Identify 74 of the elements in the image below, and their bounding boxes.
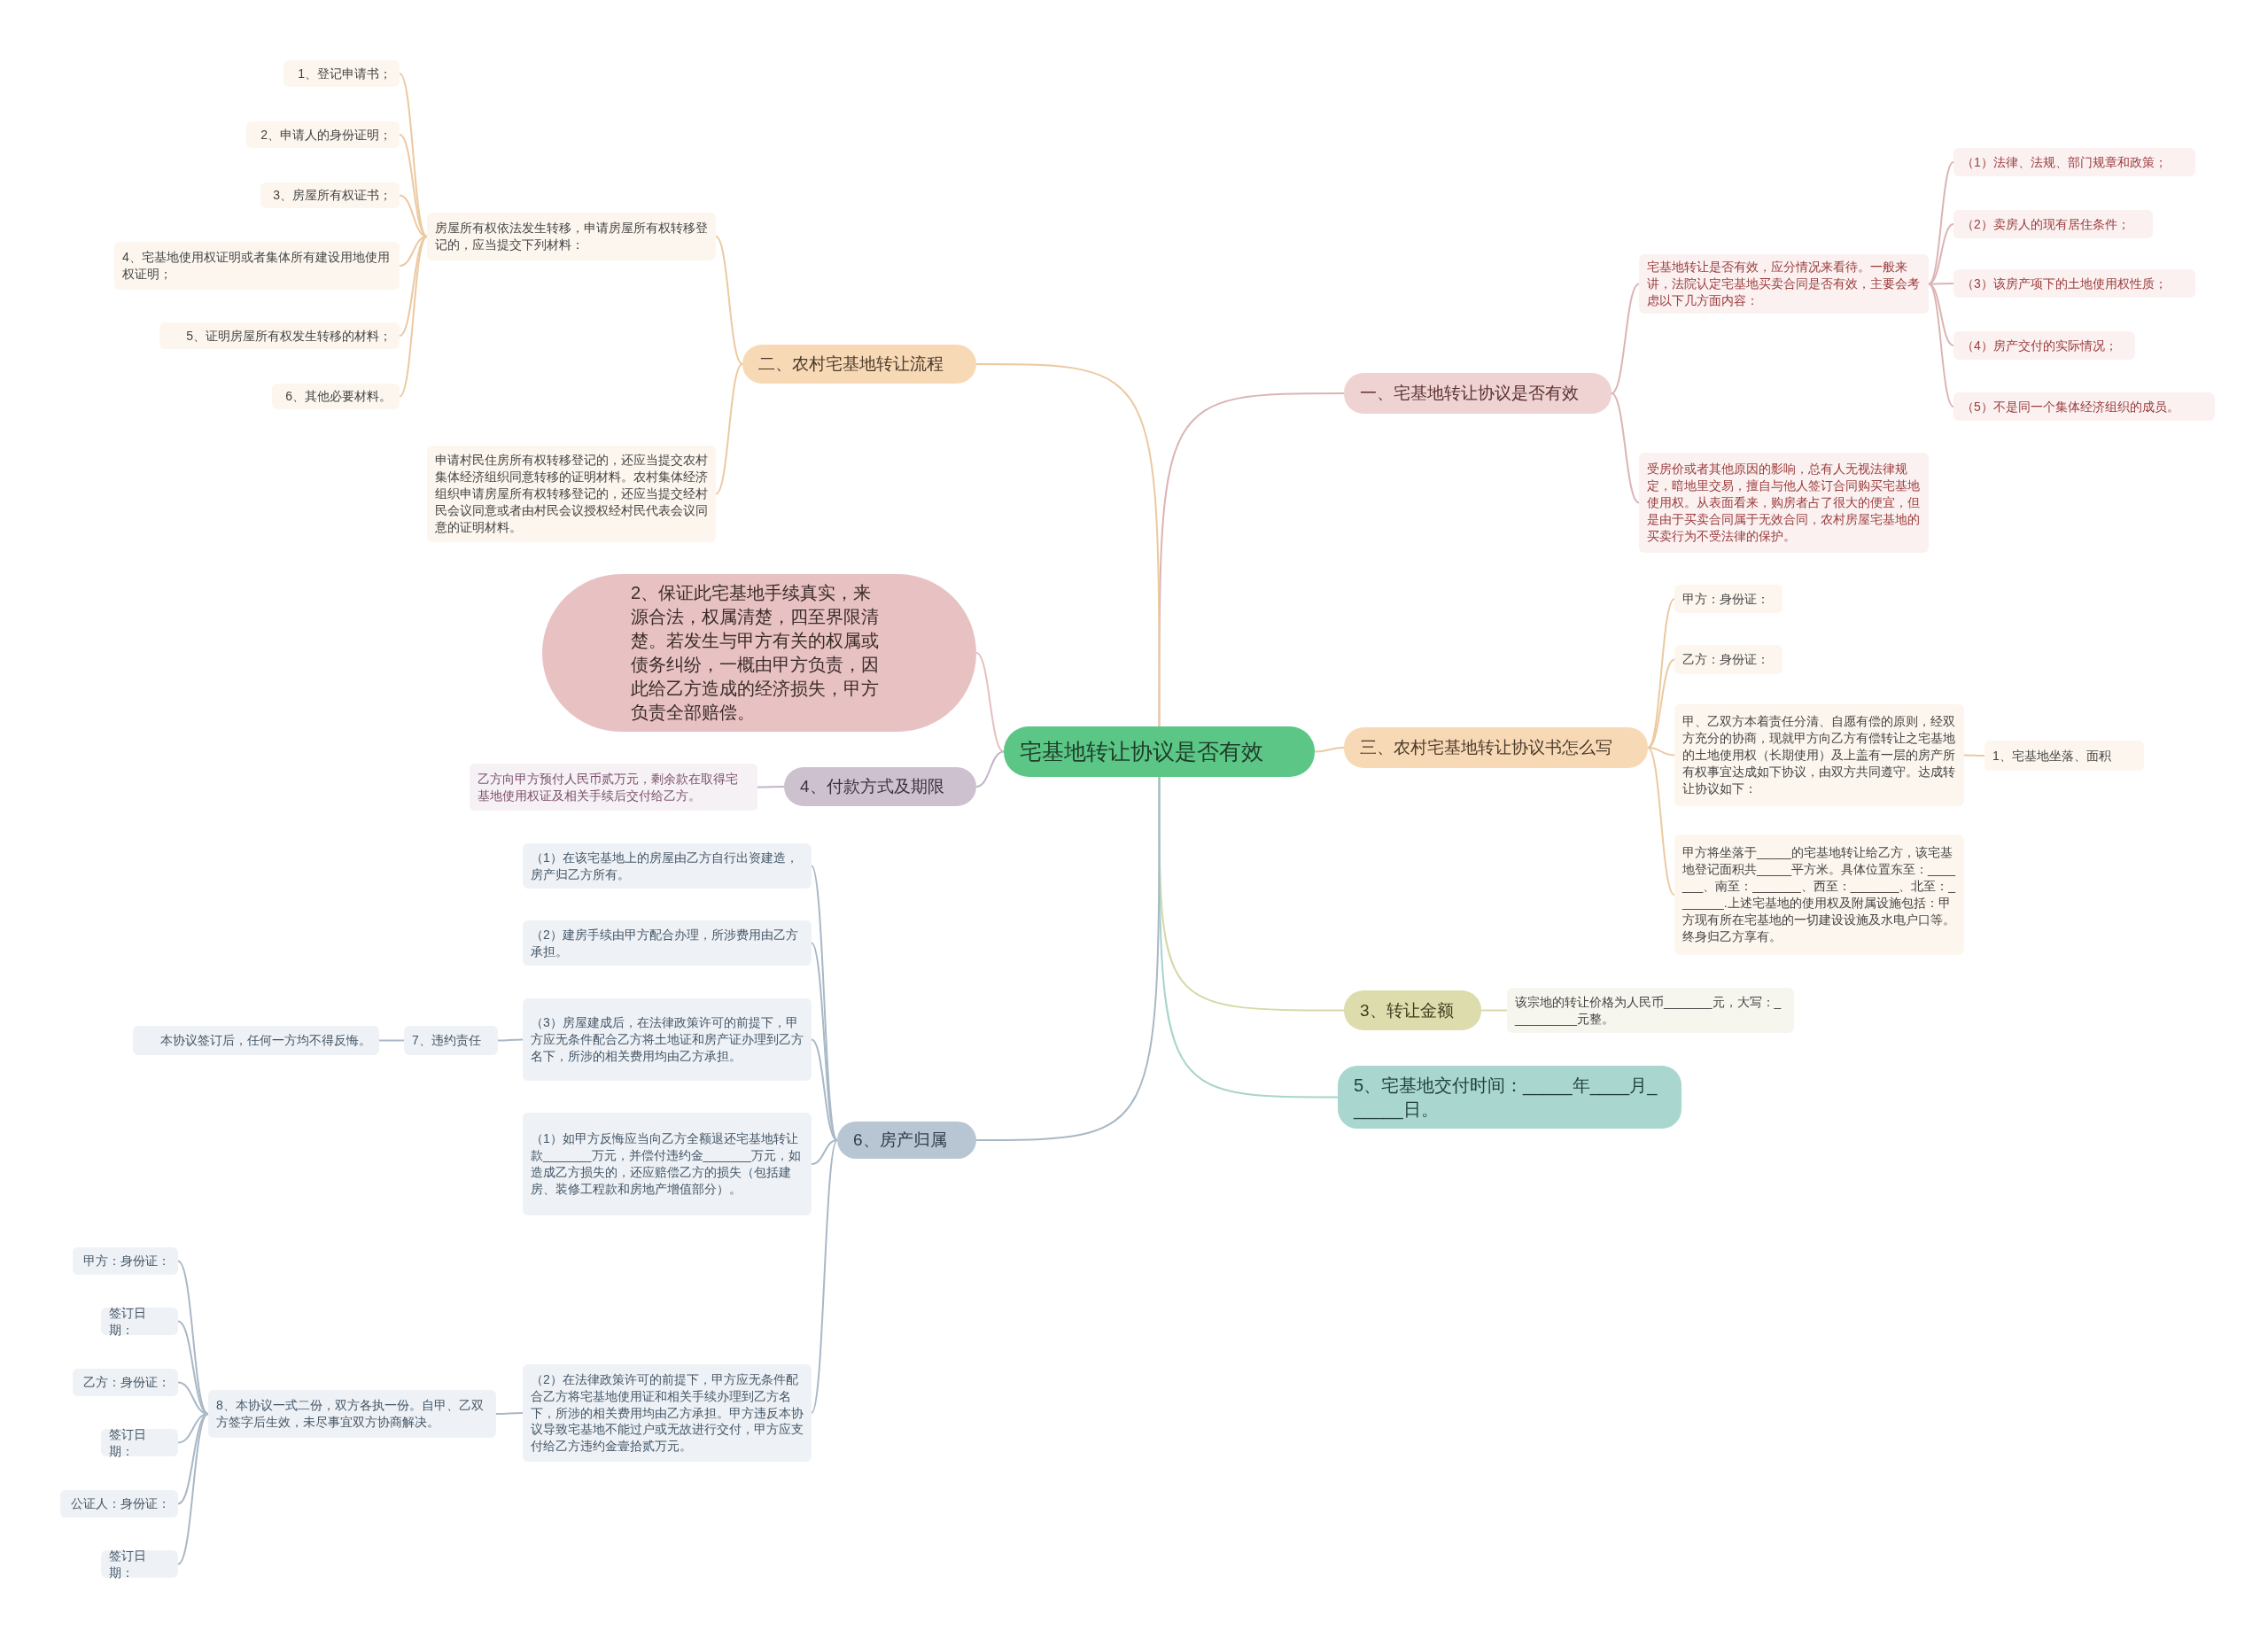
note-box: 2、申请人的身份证明； xyxy=(246,121,400,148)
note-box: 房屋所有权依法发生转移，申请房屋所有权转移登记的，应当提交下列材料： xyxy=(427,213,716,260)
topic-pill: 4、付款方式及期限 xyxy=(784,767,976,806)
connector-line xyxy=(378,1039,405,1042)
note-box: 签订日期： xyxy=(101,1308,178,1335)
connector-line xyxy=(811,865,838,1141)
note-box: （4）房产交付的实际情况； xyxy=(1953,331,2135,360)
connector-line xyxy=(975,363,1161,727)
note-box: （1）法律、法规、部门规章和政策； xyxy=(1953,148,2195,176)
topic-pill: 2、保证此宅基地手续真实，来源合法，权属清楚，四至界限清楚。若发生与甲方有关的权属或债务纠纷，一概由甲方负责，因此给乙方造成的经济损失，甲方负责全部赔偿。 xyxy=(542,574,976,732)
connector-line xyxy=(1928,283,1954,408)
note-box: 乙方：身份证： xyxy=(73,1369,178,1396)
note-box: 5、证明房屋所有权发生转移的材料； xyxy=(159,322,400,349)
connector-line xyxy=(975,776,1161,1141)
note-box: （1）如甲方反悔应当向乙方全额退还宅基地转让款_______万元，并偿付违约金_______万元，如造成乙方损失的，还应赔偿乙方的损失（包括建房、装修工程款和房地产增值部分）。 xyxy=(523,1113,812,1215)
note-box: （5）不是同一个集体经济组织的成员。 xyxy=(1953,392,2215,421)
connector-line xyxy=(1158,392,1345,727)
note-box: 受房价或者其他原因的影响，总有人无视法律规定，暗地里交易，擅自与他人签订合同购买宅基地使用权。从表面看来，购房者占了很大的便宜，但是由于买卖合同属于无效合同，农村房屋宅基地的买卖行为不受法律的保护。 xyxy=(1639,453,1929,553)
note-box: 该宗地的转让价格为人民币_______元，大写：__________元整。 xyxy=(1507,988,1794,1033)
connector-line xyxy=(1158,776,1339,1098)
note-box: 签订日期： xyxy=(101,1550,178,1578)
connector-line xyxy=(1480,1009,1508,1012)
note-box: 申请村民住房所有权转移登记的，还应当提交农村集体经济组织同意转移的证明材料。农村集体经济组织申请房屋所有权转移登记的，还应当提交经村民会议同意或者由村民会议授权经村民代表会议同意的证明材料。 xyxy=(427,446,716,542)
connector-line xyxy=(811,1038,838,1141)
topic-pill: 三、农村宅基地转让协议书怎么写 xyxy=(1344,727,1648,768)
note-box: 甲方：身份证： xyxy=(73,1247,178,1275)
connector-line xyxy=(811,1139,838,1414)
connector-line xyxy=(1963,754,1985,757)
connector-line xyxy=(497,1038,524,1042)
connector-line xyxy=(1647,747,1675,757)
connector-line xyxy=(1314,747,1345,753)
note-box: 3、房屋所有权证书； xyxy=(260,182,400,208)
note-box: 7、违约责任 xyxy=(404,1026,498,1055)
central-topic: 宅基地转让协议是否有效 xyxy=(1004,726,1315,777)
note-box: 1、宅基地坐落、面积 xyxy=(1984,741,2144,771)
note-box: 甲方将坐落于_____的宅基地转让给乙方，该宅基地登记面积共_____平方米。具体位置东至：_______、南至：_______、西至：_______、北至：_______.上述宅基地的使用权及附属设施包括：甲方现有所在宅基地的一切建设设施及水电户口等。终身归乙方享有。 xyxy=(1674,835,1964,955)
connector-line xyxy=(975,652,1005,753)
note-box: （2）建房手续由甲方配合办理，所涉费用由乙方承担。 xyxy=(523,920,812,966)
topic-pill: 一、宅基地转让协议是否有效 xyxy=(1344,373,1612,414)
note-box: （3）该房产项下的土地使用权性质； xyxy=(1953,269,2195,298)
note-box: 宅基地转让是否有效，应分情况来看待。一般来讲，法院认定宅基地买卖合同是否有效，主要会考虑以下几方面内容： xyxy=(1639,254,1929,314)
topic-pill: 3、转让金额 xyxy=(1344,990,1481,1030)
connector-line xyxy=(975,750,1005,788)
note-box: 6、其他必要材料。 xyxy=(272,384,400,409)
note-box: 甲方：身份证： xyxy=(1674,585,1783,613)
note-box: （3）房屋建成后，在法律政策许可的前提下，甲方应无条件配合乙方将土地证和房产证办理到乙方名下，所涉的相关费用均由乙方承担。 xyxy=(523,998,812,1081)
connector-line xyxy=(177,1413,209,1565)
connector-line xyxy=(715,363,743,495)
note-box: 甲、乙双方本着责任分清、自愿有偿的原则，经双方充分的协商，现就甲方向乙方有偿转让之宅基地的土地使用权（长期使用）及上盖有一层的房产所有权事宜达成如下协议，由双方共同遵守。达成转让协议如下： xyxy=(1674,704,1964,806)
connector-line xyxy=(177,1260,209,1415)
note-box: （2）在法律政策许可的前提下，甲方应无条件配合乙方将宅基地使用证和相关手续办理到乙方名下，所涉的相关费用均由乙方承担。甲方违反本协议导致宅基地不能过户或无故进行交付，甲方应支付给乙方违约金壹拾贰万元。 xyxy=(523,1364,812,1462)
connector-line xyxy=(1647,658,1675,749)
connector-line xyxy=(177,1320,209,1415)
connector-line xyxy=(495,1412,524,1415)
connector-line xyxy=(715,236,743,365)
note-box: 1、登记申请书； xyxy=(284,60,400,87)
note-box: （1）在该宅基地上的房屋由乙方自行出资建造，房产归乙方所有。 xyxy=(523,843,812,889)
note-box: 4、宅基地使用权证明或者集体所有建设用地使用权证明； xyxy=(114,242,400,290)
topic-pill: 6、房产归属 xyxy=(837,1122,976,1159)
topic-pill: 二、农村宅基地转让流程 xyxy=(742,345,976,384)
connector-line xyxy=(399,236,428,398)
note-box: 公证人：身份证： xyxy=(60,1490,178,1518)
connector-line xyxy=(757,786,785,788)
note-box: 本协议签订后，任何一方均不得反悔。 xyxy=(133,1026,379,1055)
note-box: 乙方：身份证： xyxy=(1674,645,1783,674)
connector-line xyxy=(1611,283,1640,394)
connector-line xyxy=(1647,747,1675,896)
note-box: 签订日期： xyxy=(101,1429,178,1456)
note-box: （2）卖房人的现有居住条件； xyxy=(1953,210,2153,238)
note-box: 乙方向甲方预付人民币贰万元，剩余款在取得宅基地使用权证及相关手续后交付给乙方。 xyxy=(470,764,757,811)
connector-line xyxy=(1611,392,1640,504)
topic-pill: 5、宅基地交付时间：_____年____月______日。 xyxy=(1338,1066,1682,1129)
note-box: 8、本协议一式二份，双方各执一份。自甲、乙双方签字后生效，未尽事宜双方协商解决。 xyxy=(208,1390,496,1438)
connector-line xyxy=(811,1139,838,1165)
